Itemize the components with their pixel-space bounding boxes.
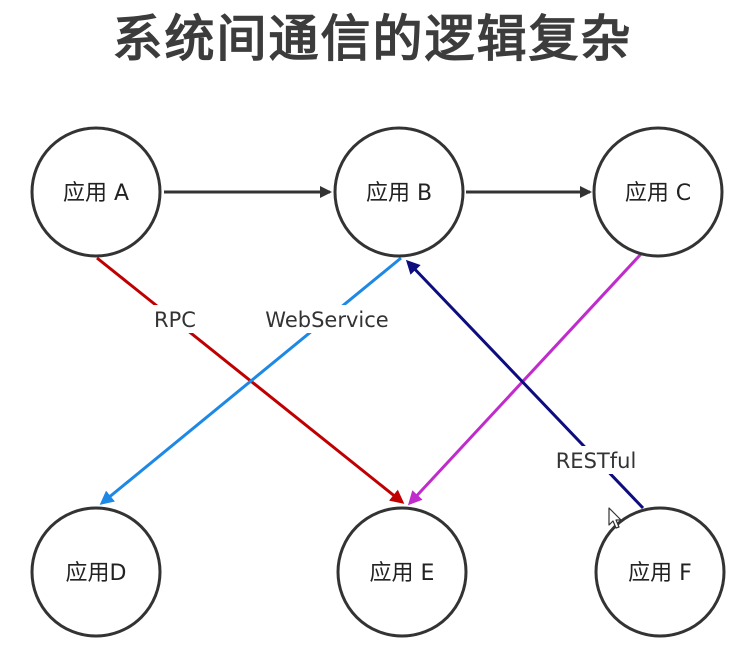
node-app-e-label: 应用 E bbox=[370, 561, 435, 586]
rpc-label: RPC bbox=[154, 308, 196, 332]
edge-b-to-d-webservice bbox=[99, 256, 402, 505]
webservice-label-background bbox=[254, 305, 400, 333]
mouse-cursor-icon bbox=[608, 507, 622, 529]
node-app-c: 应用 C bbox=[592, 126, 724, 258]
webservice-label: WebService bbox=[265, 308, 388, 332]
node-app-a-label: 应用 A bbox=[63, 181, 129, 206]
node-app-d: 应用D bbox=[30, 506, 162, 638]
node-app-f: 应用 F bbox=[594, 506, 726, 638]
node-app-e: 应用 E bbox=[336, 506, 468, 638]
restful-label: RESTful bbox=[556, 449, 637, 473]
diagram-title: 系统间通信的逻辑复杂 bbox=[112, 10, 633, 68]
node-app-b: 应用 B bbox=[333, 126, 465, 258]
node-app-f-label: 应用 F bbox=[628, 561, 692, 586]
edge-a-to-e-rpc bbox=[96, 256, 405, 504]
node-app-a: 应用 A bbox=[30, 126, 162, 258]
edge-c-to-e bbox=[407, 252, 643, 506]
node-app-c-label: 应用 C bbox=[625, 181, 691, 206]
rpc-label-background bbox=[148, 305, 202, 333]
node-app-d-label: 应用D bbox=[66, 561, 127, 586]
node-app-b-label: 应用 B bbox=[366, 181, 432, 206]
restful-label-background bbox=[548, 446, 644, 474]
